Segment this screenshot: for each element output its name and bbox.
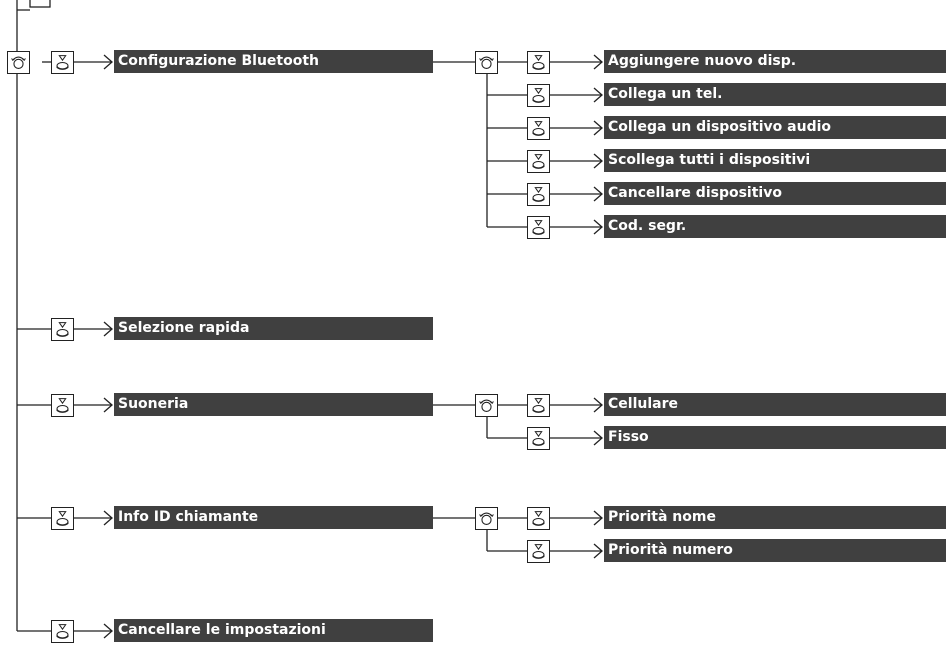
submenu-disconnect-all[interactable]: Scollega tutti i dispositivi xyxy=(604,149,946,172)
menu-speed-dial[interactable]: Selezione rapida xyxy=(114,317,433,340)
press-select-icon[interactable] xyxy=(527,540,550,563)
phone-knob-icon[interactable] xyxy=(475,51,498,74)
menu-clear-settings[interactable]: Cancellare le impostazioni xyxy=(114,619,433,642)
press-select-icon[interactable] xyxy=(527,394,550,417)
submenu-priority-number[interactable]: Priorità numero xyxy=(604,539,946,562)
phone-knob-icon[interactable] xyxy=(475,507,498,530)
press-select-icon[interactable] xyxy=(527,117,550,140)
submenu-priority-name[interactable]: Priorità nome xyxy=(604,506,946,529)
press-select-icon[interactable] xyxy=(51,394,74,417)
press-select-icon[interactable] xyxy=(527,507,550,530)
submenu-connect-audio-device[interactable]: Collega un dispositivo audio xyxy=(604,116,946,139)
phone-knob-icon[interactable] xyxy=(7,51,30,74)
press-select-icon[interactable] xyxy=(527,84,550,107)
submenu-ringtone-mobile[interactable]: Cellulare xyxy=(604,393,946,416)
press-select-icon[interactable] xyxy=(527,216,550,239)
menu-caller-id-info[interactable]: Info ID chiamante xyxy=(114,506,433,529)
menu-ringtone[interactable]: Suoneria xyxy=(114,393,433,416)
press-select-icon[interactable] xyxy=(51,507,74,530)
press-select-icon[interactable] xyxy=(51,318,74,341)
press-select-icon[interactable] xyxy=(527,183,550,206)
submenu-delete-device[interactable]: Cancellare dispositivo xyxy=(604,182,946,205)
press-select-icon[interactable] xyxy=(51,620,74,643)
submenu-passcode[interactable]: Cod. segr. xyxy=(604,215,946,238)
press-select-icon[interactable] xyxy=(527,427,550,450)
press-select-icon[interactable] xyxy=(527,150,550,173)
submenu-connect-phone[interactable]: Collega un tel. xyxy=(604,83,946,106)
submenu-add-new-device[interactable]: Aggiungere nuovo disp. xyxy=(604,50,946,73)
menu-bluetooth-settings[interactable]: Configurazione Bluetooth xyxy=(114,50,433,73)
press-select-icon[interactable] xyxy=(51,51,74,74)
phone-knob-icon[interactable] xyxy=(475,394,498,417)
submenu-ringtone-fixed[interactable]: Fisso xyxy=(604,426,946,449)
press-select-icon[interactable] xyxy=(527,51,550,74)
